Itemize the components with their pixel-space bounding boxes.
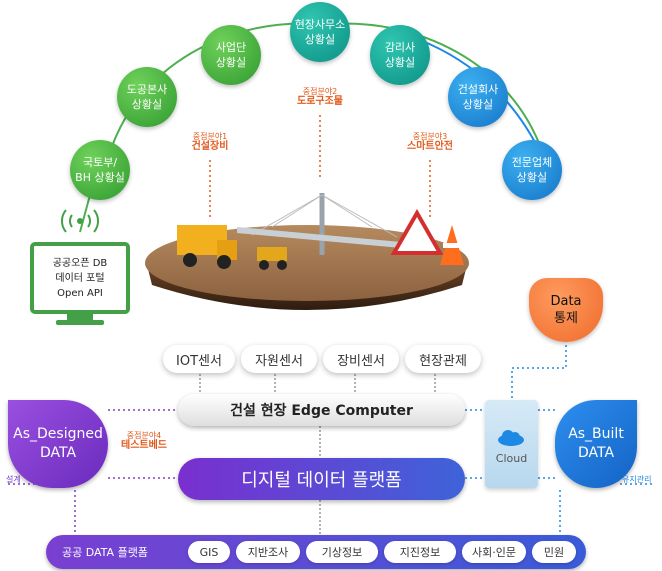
focus-label-2: 중점분야2 도로구조물 (285, 87, 355, 107)
focus-tag-2: 중점분야2 (302, 87, 338, 96)
as-built-line-1: As_Built (568, 426, 624, 442)
monitor: 공공오픈 DB 데이터 포털 Open API (30, 242, 130, 314)
focus-label-1: 중점분야1 건설장비 (180, 132, 240, 152)
cloud-box: Cloud (485, 400, 538, 488)
data-control-shield: Data 통제 (529, 278, 603, 342)
node-supervisor: 감리사 상황실 (370, 25, 430, 85)
public-item-earthquake: 지진정보 (384, 541, 456, 563)
monitor-base (56, 320, 104, 325)
focus-name-2: 도로구조물 (297, 96, 343, 107)
focus-label-3: 중점분야3 스마트안전 (395, 132, 465, 152)
cloud-icon (498, 430, 524, 446)
as-built-line-2: DATA (577, 445, 615, 461)
focus-tag-1: 중점분야1 (192, 132, 228, 141)
sensor-site-control: 현장관제 (405, 345, 481, 373)
node-site-office: 현장사무소 상황실 (290, 2, 350, 62)
design-label: 설계 (6, 475, 21, 484)
focus-name-1: 건설장비 (191, 141, 229, 152)
edge-computer: 건설 현장 Edge Computer (178, 394, 465, 426)
monitor-stand (67, 314, 93, 320)
as-designed-line-2: DATA (39, 445, 77, 461)
as-designed-line-1: As_Designed (13, 426, 103, 442)
public-platform-title: 공공 DATA 플랫폼 (62, 546, 148, 559)
sensor-equipment: 장비센서 (323, 345, 399, 373)
sensor-iot: IOT센서 (163, 345, 235, 373)
construction-site-image (145, 193, 469, 310)
monitor-line-1: 공공오픈 DB (52, 257, 108, 269)
public-item-weather: 기상정보 (306, 541, 378, 563)
node-ministry: 국토부/ BH 상황실 (70, 140, 130, 200)
sensor-resource: 자원센서 (241, 345, 317, 373)
as-built-data: As_Built DATA (555, 400, 637, 488)
data-control-line-1: Data (550, 294, 582, 309)
focus-tag-4: 중점분야4 (126, 431, 162, 440)
wifi-icon (61, 209, 99, 233)
focus-name-3: 스마트안전 (407, 141, 453, 152)
node-construction-company: 건설회사 상황실 (448, 67, 508, 127)
public-item-social: 사회·인문 (462, 541, 526, 563)
public-item-gis: GIS (188, 541, 230, 563)
monitor-line-2: 데이터 포털 (55, 272, 105, 284)
cloud-label: Cloud (495, 452, 528, 465)
public-item-ground: 지반조사 (236, 541, 300, 563)
focus-name-4: 테스트베드 (121, 440, 167, 451)
maintenance-label: 유지관리 (622, 475, 652, 484)
public-item-complaint: 민원 (532, 541, 576, 563)
as-designed-data: As_Designed DATA (8, 400, 108, 488)
node-project-group: 사업단 상황실 (201, 25, 261, 85)
node-specialist: 전문업체 상황실 (502, 140, 562, 200)
digital-data-platform: 디지털 데이터 플랫폼 (178, 458, 465, 500)
focus-label-4: 중점분야4 테스트베드 (112, 431, 176, 451)
focus-tag-3: 중점분야3 (412, 132, 448, 141)
monitor-line-3: Open API (57, 287, 103, 299)
data-control-line-2: 통제 (554, 311, 578, 326)
node-hq: 도공본사 상황실 (117, 67, 177, 127)
